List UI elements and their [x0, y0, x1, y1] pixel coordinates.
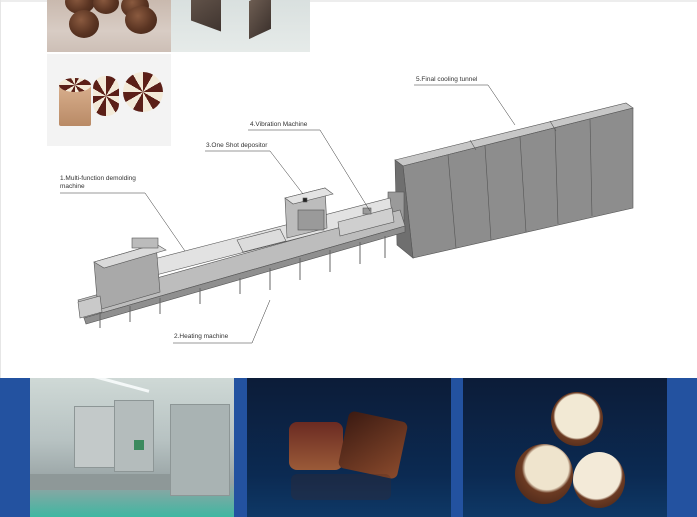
- label-vibration-machine: 4.Vibration Machine: [250, 121, 308, 128]
- left-border: [0, 0, 1, 378]
- conveyor-line: [77, 187, 406, 328]
- truffles-photo: [47, 0, 171, 52]
- leader-lines: [60, 84, 516, 344]
- bars-photo: [171, 0, 310, 52]
- label-heating-machine: 2.Heating machine: [174, 333, 229, 340]
- cooling-tunnel: [387, 102, 634, 259]
- label-one-shot-depositor: 3.One Shot depositor: [206, 142, 268, 149]
- factory-photo: [30, 378, 234, 517]
- label-final-cooling-tunnel: 5.Final cooling tunnel: [416, 76, 478, 83]
- swirl-pralines-photo: [47, 54, 171, 146]
- production-line-diagram: [60, 84, 634, 344]
- label-demolding-machine: 1.Multi-function demolding machine: [60, 175, 136, 190]
- bottom-photo-strip: [0, 378, 697, 517]
- top-border: [0, 0, 697, 2]
- square-praline-photo: [247, 378, 451, 517]
- chocolate-shells-photo: [463, 378, 667, 517]
